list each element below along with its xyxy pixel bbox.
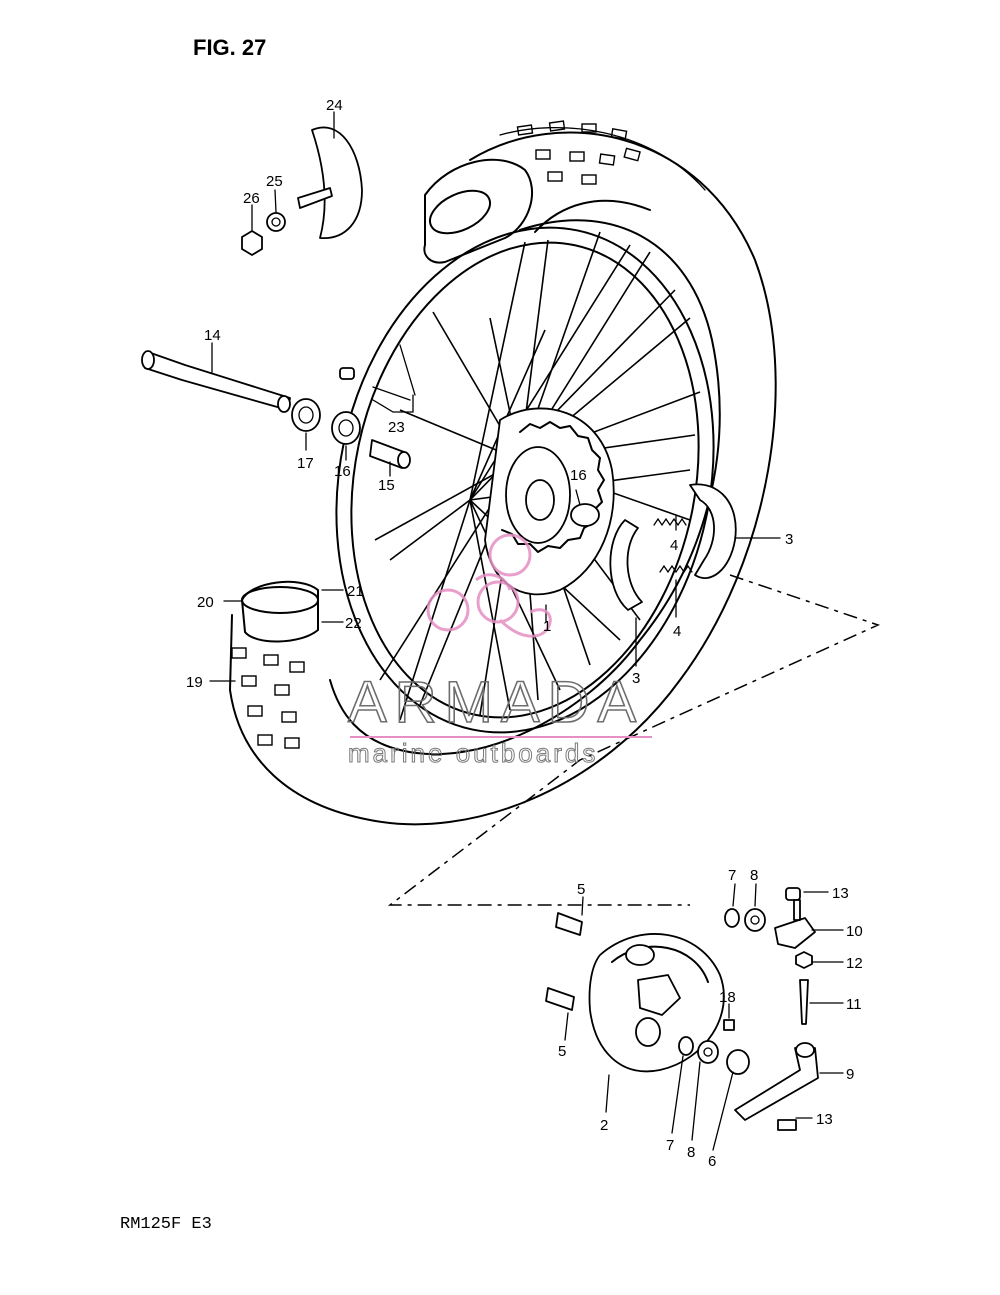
callout-2: 2 — [600, 1117, 608, 1134]
callout-7-upper: 7 — [728, 867, 736, 884]
nut-26 — [241, 230, 263, 256]
callout-17: 17 — [297, 455, 314, 472]
brake-shoe-right — [689, 483, 737, 579]
callout-5-upper: 5 — [577, 881, 585, 898]
watermark: ARMADA marine outboards — [347, 533, 652, 769]
axle — [141, 350, 291, 413]
callout-23: 23 — [388, 419, 405, 436]
tread-knobs-lower — [231, 647, 305, 749]
watermark-brand: ARMADA — [348, 670, 644, 735]
washers — [678, 908, 766, 1075]
brake-lever — [734, 1042, 819, 1121]
figure-title: FIG. 27 — [193, 35, 266, 60]
callout-4-upper: 4 — [670, 537, 678, 554]
callout-21: 21 — [347, 583, 364, 600]
collar-17 — [291, 398, 321, 432]
callout-13-lower: 13 — [816, 1111, 833, 1128]
callout-3-upper: 3 — [785, 531, 793, 548]
callout-25: 25 — [266, 173, 283, 190]
inner-tube — [241, 158, 534, 643]
callout-18: 18 — [719, 989, 736, 1006]
brake-panel — [588, 933, 725, 1073]
callout-6: 6 — [708, 1153, 716, 1170]
callout-15: 15 — [378, 477, 395, 494]
callout-16: 16 — [334, 463, 351, 480]
callout-22: 22 — [345, 615, 362, 632]
watermark-tagline: marine outboards — [348, 738, 598, 768]
tire — [229, 127, 777, 826]
rim-lock — [297, 126, 363, 239]
callout-19: 19 — [186, 674, 203, 691]
callout-8-upper: 8 — [750, 867, 758, 884]
callout-20: 20 — [197, 594, 214, 611]
callout-7-lower: 7 — [666, 1137, 674, 1154]
brake-shoe-left — [609, 519, 643, 611]
callout-26: 26 — [243, 190, 260, 207]
model-code: RM125F E3 — [120, 1215, 212, 1234]
cable-adjuster — [723, 887, 816, 1131]
hub — [484, 407, 615, 596]
callout-8-lower: 8 — [687, 1144, 695, 1161]
callout-4-lower: 4 — [673, 623, 681, 640]
callout-11: 11 — [846, 996, 862, 1013]
callout-12: 12 — [846, 955, 863, 972]
tread-knobs-upper — [516, 120, 641, 185]
bolts-5 — [545, 912, 583, 1011]
spacer-15 — [369, 439, 411, 469]
callout-13-upper: 13 — [832, 885, 849, 902]
bearing-16 — [331, 411, 361, 445]
callout-24: 24 — [326, 97, 343, 114]
spoke-nipples — [339, 344, 416, 401]
callout-9: 9 — [846, 1066, 854, 1083]
callout-3-lower: 3 — [632, 670, 640, 687]
callout-5-lower: 5 — [558, 1043, 566, 1060]
callout-14: 14 — [204, 327, 221, 344]
leader-lines — [209, 111, 844, 1151]
watermark-logo-mark — [426, 533, 552, 638]
callout-numbers: 24 25 26 14 17 16 15 23 16 3 4 4 3 20 21… — [186, 97, 863, 1170]
brake-springs — [653, 517, 693, 574]
callout-1: 1 — [543, 618, 551, 635]
callout-16b: 16 — [570, 467, 587, 484]
washer-25 — [266, 212, 286, 232]
exploded-guide-line — [387, 574, 881, 906]
callout-10: 10 — [846, 923, 863, 940]
